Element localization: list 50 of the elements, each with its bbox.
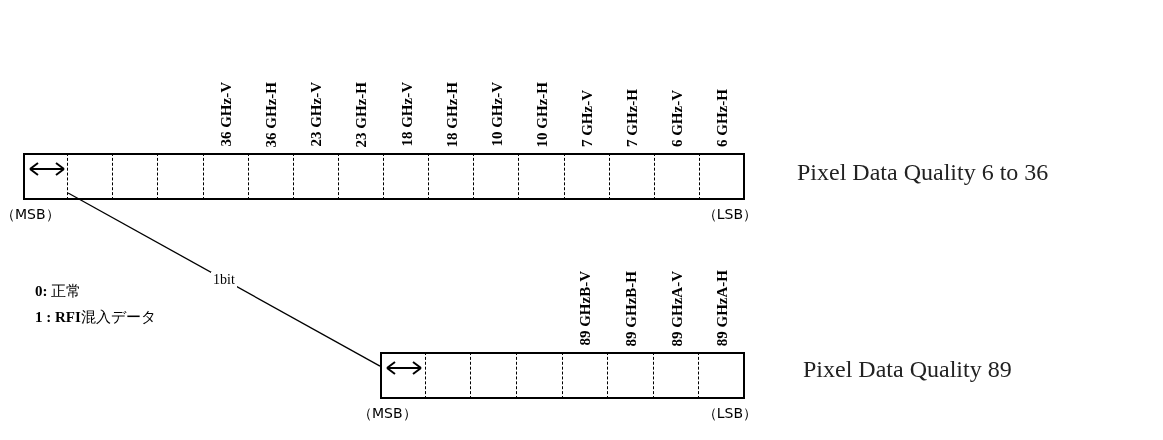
channel-label: 18 GHz-V [397,82,416,147]
channel-label: 23 GHz-V [307,82,326,147]
msb-label: （MSB） [1,206,60,224]
bit-cell [653,352,700,399]
channel-label: 6 GHz-V [668,89,687,147]
channel-label: 36 GHz-H [262,81,281,147]
bit-cell [203,153,249,200]
lsb-label: （LSB） [702,206,757,224]
bit-cell [293,153,339,200]
leader-line [67,192,381,367]
channel-label: 89 GHzB-V [576,271,595,346]
bit-cell [608,352,654,399]
bit-cell [516,352,563,399]
channel-label: 89 GHzA-H [713,269,732,346]
bit-cell [248,153,294,200]
bit-cell [609,153,655,200]
bit-cell [654,153,700,200]
bit-cell [384,153,430,200]
channel-label: 7 GHz-V [578,89,597,147]
edge-label: 1bit [211,271,237,288]
bit-cell [471,352,517,399]
channel-label: 89 GHzB-H [621,270,640,346]
bit-cell [158,153,204,200]
bit-cell [68,153,114,200]
legend-note: 1 : RFI混入データ [35,308,156,327]
bit-cell [113,153,159,200]
bit-cell [699,153,745,200]
channel-label: 23 GHz-H [352,81,371,147]
bit-cell [23,153,69,200]
bit-cell [429,153,475,200]
channel-label: 36 GHz-V [217,82,236,147]
msb-label: （MSB） [358,405,417,423]
channel-label: 89 GHzA-V [667,270,686,346]
bit-cell [562,352,609,399]
bit-cell [699,352,745,399]
channel-label: 10 GHz-V [487,82,506,147]
bit-cell [564,153,610,200]
legend-note: 0: 正常 [35,282,82,301]
bit-cell [338,153,384,200]
register-title: Pixel Data Quality 89 [803,356,1012,383]
bit-cell [425,352,472,399]
channel-label: 10 GHz-H [532,81,551,147]
bit-cell [474,153,520,200]
channel-label: 7 GHz-H [623,89,642,147]
bit-cell [380,352,426,399]
register-title: Pixel Data Quality 6 to 36 [797,159,1049,186]
channel-label: 18 GHz-H [442,81,461,147]
channel-label: 6 GHz-H [713,89,732,147]
bit-cell [519,153,565,200]
lsb-label: （LSB） [702,405,757,423]
